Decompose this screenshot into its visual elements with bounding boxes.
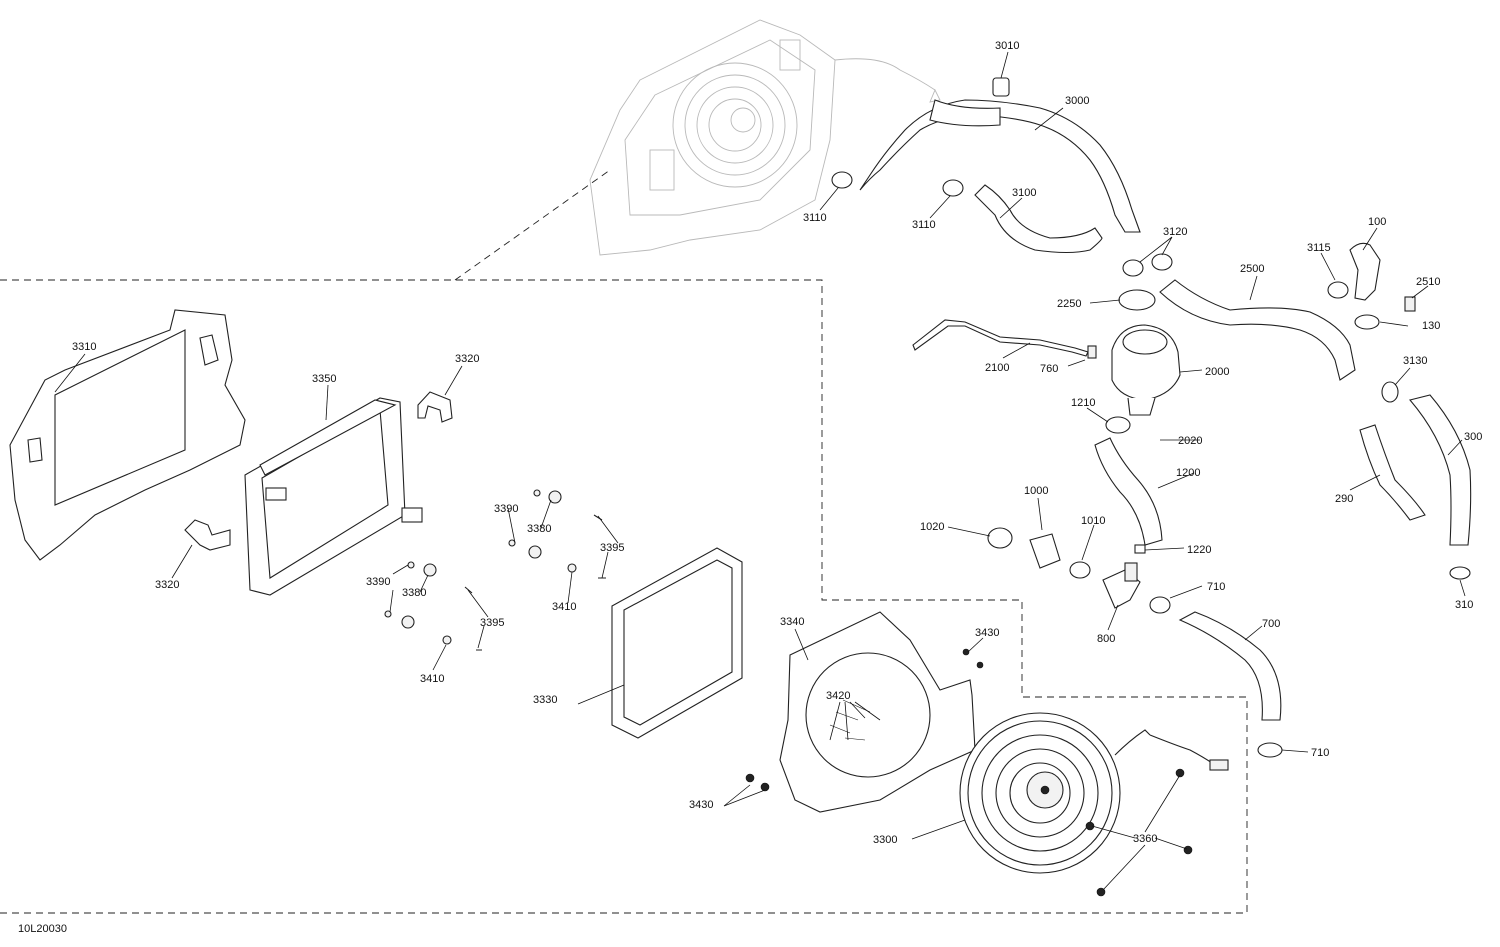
callout-label: 3420 [826, 690, 850, 702]
callout-label: 710 [1207, 581, 1225, 593]
callout-label: 3380 [527, 523, 551, 535]
callout-label: 3100 [1012, 187, 1036, 199]
callout-label: 310 [1455, 599, 1473, 611]
callout-label: 3350 [312, 373, 336, 385]
part-hose-2500 [1159, 242, 1381, 381]
callout-label: 3310 [72, 341, 96, 353]
callout-label: 1020 [920, 521, 944, 533]
leader-lines [54, 51, 1466, 891]
part-bracket-bottom [184, 519, 231, 551]
callout-label: 3360 [1133, 833, 1157, 845]
callout-labels: 3010 3000 3110 3110 3100 3120 100 3115 2… [72, 40, 1482, 846]
callout-label: 710 [1311, 747, 1329, 759]
part-fan-shroud [779, 611, 976, 813]
part-hose-1200 [1094, 437, 1163, 546]
ghost-fan-assembly [589, 19, 941, 256]
callout-label: 3430 [689, 799, 713, 811]
callout-label: 1010 [1081, 515, 1105, 527]
callout-label: 130 [1422, 320, 1440, 332]
callout-label: 3115 [1307, 242, 1331, 254]
callout-label: 1220 [1187, 544, 1211, 556]
callout-label: 2020 [1178, 435, 1202, 447]
part-radiator [244, 397, 423, 596]
callout-label: 800 [1097, 633, 1115, 645]
callout-label: 2100 [985, 362, 1009, 374]
callout-label: 100 [1368, 216, 1386, 228]
callout-label: 3130 [1403, 355, 1427, 367]
diagram-code: 10L20030 [18, 923, 67, 935]
callout-label: 3330 [533, 694, 557, 706]
hardware-group-left [384, 489, 606, 651]
callout-label: 3390 [494, 503, 518, 515]
callout-label: 3390 [366, 576, 390, 588]
part-expansion-tank [1111, 324, 1181, 416]
callout-label: 300 [1464, 431, 1482, 443]
callout-label: 3300 [873, 834, 897, 846]
part-lower-hose [974, 184, 1103, 254]
callout-label: 3410 [420, 673, 444, 685]
part-hose-290 [1359, 424, 1426, 521]
callout-label: 700 [1262, 618, 1280, 630]
callout-label: 760 [1040, 363, 1058, 375]
callout-label: 290 [1335, 493, 1353, 505]
part-electric-fan [959, 712, 1229, 874]
part-cap [1118, 289, 1156, 311]
part-hose-700 [1178, 611, 1282, 721]
callout-label: 3320 [455, 353, 479, 365]
callout-label: 3395 [480, 617, 504, 629]
callout-label: 1200 [1176, 467, 1200, 479]
part-hose-300 [1409, 394, 1472, 546]
callout-label: 2500 [1240, 263, 1264, 275]
part-mounting-panel [9, 309, 246, 561]
callout-label: 2000 [1205, 366, 1229, 378]
callout-label: 3340 [780, 616, 804, 628]
callout-label: 3320 [155, 579, 179, 591]
callout-label: 1210 [1071, 397, 1095, 409]
callout-label: 1000 [1024, 485, 1048, 497]
part-upper-hose [859, 99, 1141, 233]
assembly-frame-link [454, 169, 611, 281]
callout-label: 3000 [1065, 95, 1089, 107]
callout-label: 3120 [1163, 226, 1187, 238]
callout-label: 3010 [995, 40, 1019, 52]
callout-label: 2250 [1057, 298, 1081, 310]
callout-label: 3395 [600, 542, 624, 554]
callout-label: 3410 [552, 601, 576, 613]
callout-label: 3380 [402, 587, 426, 599]
callout-label: 3110 [912, 219, 936, 231]
callout-label: 3430 [975, 627, 999, 639]
part-gasket [611, 547, 743, 739]
part-overflow-tube [912, 319, 1089, 357]
callout-label: 3110 [803, 212, 827, 224]
callout-label: 2510 [1416, 276, 1440, 288]
part-bracket-top [417, 391, 453, 423]
